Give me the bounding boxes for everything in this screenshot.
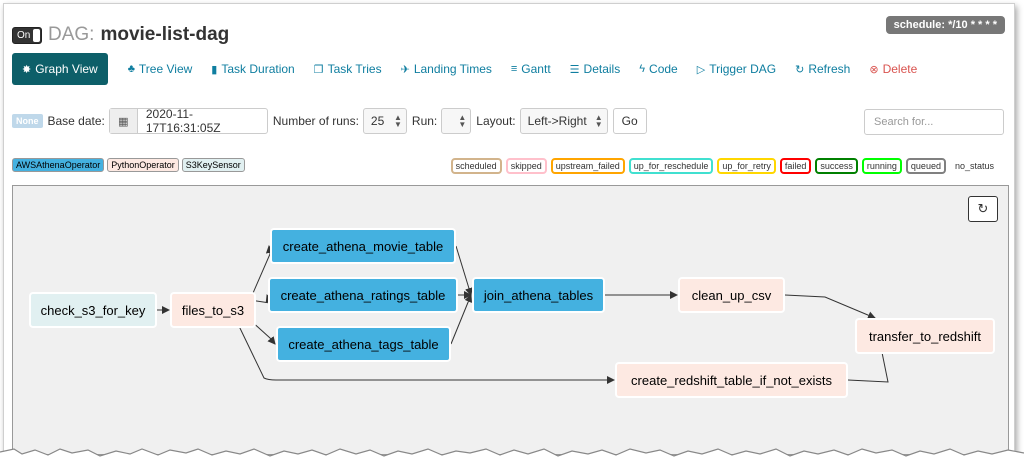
- nav-label: Code: [649, 62, 678, 76]
- layout-select[interactable]: Left->Right ▲▼: [519, 108, 608, 134]
- nav-label: Task Duration: [221, 62, 295, 76]
- nav-landing-times[interactable]: ✈Landing Times: [401, 62, 492, 76]
- nav-details[interactable]: ☰Details: [570, 62, 621, 76]
- plane-icon: ✈: [400, 63, 410, 76]
- nav-label: Refresh: [808, 62, 851, 76]
- select-arrows-icon: ▲▼: [458, 113, 467, 129]
- dag-title: On DAG: movie-list-dag: [12, 22, 229, 48]
- operator-legend-item: S3KeySensor: [181, 158, 245, 172]
- calendar-icon[interactable]: ▦: [109, 109, 138, 133]
- select-arrows-icon: ▲▼: [394, 113, 402, 129]
- state-legend-item[interactable]: success: [815, 158, 858, 174]
- bar-chart-icon: ▮: [211, 63, 218, 76]
- list-icon: ☰: [569, 63, 580, 76]
- num-runs-label: Number of runs:: [272, 114, 359, 128]
- play-circle-icon: ▷: [696, 63, 706, 76]
- task-node-create-redshift-table-if-not-exists[interactable]: create_redshift_table_if_not_exists: [615, 362, 848, 398]
- go-button[interactable]: Go: [612, 108, 647, 134]
- task-node-join-athena-tables[interactable]: join_athena_tables: [472, 277, 605, 313]
- nav-task-duration[interactable]: ▮Task Duration: [211, 62, 294, 76]
- state-legend-item[interactable]: up_for_retry: [717, 158, 776, 174]
- run-select[interactable]: ▲▼: [441, 108, 472, 134]
- schedule-badge: schedule: */10 * * * *: [885, 16, 1005, 34]
- operator-legend-item: PythonOperator: [107, 158, 179, 172]
- nav-label: Details: [583, 62, 621, 76]
- nav-label: Task Tries: [327, 62, 382, 76]
- select-arrows-icon: ▲▼: [594, 113, 603, 129]
- nav-trigger-dag[interactable]: ▷Trigger DAG: [697, 62, 776, 76]
- nav-delete[interactable]: ⊗Delete: [869, 62, 917, 76]
- nav-gantt[interactable]: ≡Gantt: [511, 62, 551, 76]
- nav-label: Trigger DAG: [709, 62, 777, 76]
- state-legend-item[interactable]: scheduled: [450, 158, 502, 174]
- task-node-create-athena-ratings-table[interactable]: create_athena_ratings_table: [268, 277, 458, 313]
- tree-icon: ♣: [127, 63, 135, 75]
- edge-create_athena_movie_table-to-join_athena_tables: [455, 245, 473, 296]
- nav-label: Delete: [882, 62, 918, 76]
- duplicate-icon: ❐: [313, 63, 324, 76]
- state-legend-item[interactable]: failed: [779, 158, 812, 174]
- dag-on-toggle[interactable]: On: [12, 26, 42, 44]
- base-date-label: Base date:: [47, 114, 105, 128]
- search-input[interactable]: Search for...: [864, 109, 1004, 135]
- refresh-icon: ↻: [977, 201, 989, 216]
- task-node-create-athena-movie-table[interactable]: create_athena_movie_table: [270, 228, 456, 264]
- nav-graph-view[interactable]: ✸Graph View: [12, 53, 108, 85]
- flash-icon: ϟ: [639, 63, 646, 75]
- layout-label: Layout:: [476, 114, 516, 128]
- nav-label: Tree View: [138, 62, 193, 76]
- task-node-create-athena-tags-table[interactable]: create_athena_tags_table: [276, 326, 451, 362]
- torn-edge: [0, 448, 1024, 466]
- state-legend-item[interactable]: upstream_failed: [550, 158, 625, 174]
- dag-nav: ✸Graph View♣Tree View▮Task Duration❐Task…: [12, 53, 936, 85]
- state-legend-item[interactable]: up_for_reschedule: [628, 158, 714, 174]
- task-node-files-to-s3[interactable]: files_to_s3: [170, 292, 256, 328]
- nav-tree-view[interactable]: ♣Tree View: [128, 62, 193, 76]
- run-label: Run:: [411, 114, 438, 128]
- task-node-transfer-to-redshift[interactable]: transfer_to_redshift: [855, 318, 995, 354]
- dag-prefix: DAG:: [48, 24, 95, 45]
- edge-create_athena_tags_table-to-join_athena_tables: [450, 294, 473, 345]
- state-legend-item[interactable]: running: [861, 158, 902, 174]
- edge-files_to_s3-to-create_redshift_table_if_not_exists: [237, 323, 615, 384]
- base-date-field[interactable]: ▦ 2020-11-17T16:31:05Z: [108, 107, 268, 135]
- dag-name: movie-list-dag: [100, 24, 230, 45]
- graph-edges: [157, 245, 889, 384]
- dag-graph[interactable]: ↻ check_s3_for_key files_to_s3 create_athe…: [12, 185, 1009, 455]
- operator-legend-item: AWSAthenaOperator: [12, 158, 105, 172]
- graph-toolbar: None Base date: ▦ 2020-11-17T16:31:05Z N…: [12, 107, 647, 135]
- state-legend-item[interactable]: no_status: [949, 158, 999, 174]
- state-none-badge: None: [12, 114, 43, 128]
- nav-label: Landing Times: [413, 62, 492, 76]
- gantt-icon: ≡: [510, 63, 518, 75]
- num-runs-select[interactable]: 25 ▲▼: [362, 108, 407, 134]
- airflow-window: On DAG: movie-list-dag schedule: */10 * …: [3, 3, 1015, 455]
- state-legend-item[interactable]: skipped: [505, 158, 547, 174]
- task-node-clean-up-csv[interactable]: clean_up_csv: [678, 277, 785, 313]
- graph-refresh-button[interactable]: ↻: [968, 196, 998, 222]
- asterisk-icon: ✸: [22, 63, 32, 76]
- base-date-value[interactable]: 2020-11-17T16:31:05Z: [145, 107, 221, 135]
- nav-task-tries[interactable]: ❐Task Tries: [314, 62, 382, 76]
- nav-label: Gantt: [521, 62, 551, 76]
- edge-clean_up_csv-to-transfer_to_redshift: [784, 294, 876, 319]
- task-node-check-s3-for-key[interactable]: check_s3_for_key: [29, 292, 157, 328]
- nav-label: Graph View: [35, 62, 98, 76]
- edge-files_to_s3-to-create_athena_tags_table: [249, 319, 276, 345]
- state-legend-item[interactable]: queued: [905, 158, 946, 174]
- refresh-icon: ↻: [795, 63, 805, 76]
- nav-refresh[interactable]: ↻Refresh: [795, 62, 850, 76]
- remove-circle-icon: ⊗: [869, 63, 879, 76]
